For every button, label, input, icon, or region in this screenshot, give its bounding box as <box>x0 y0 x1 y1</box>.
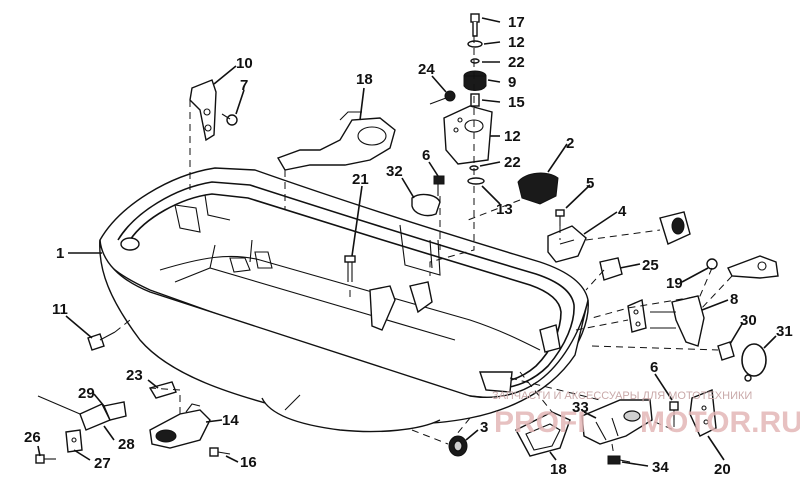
bolt-part-21 <box>344 255 356 282</box>
callout-17: 17 <box>508 14 525 31</box>
callout-4: 4 <box>618 203 627 220</box>
callout-30: 30 <box>740 312 757 329</box>
latch-part-4 <box>547 225 587 263</box>
bracket-plate-part-8 <box>627 295 705 347</box>
callout-10: 10 <box>236 55 253 72</box>
callout-16: 16 <box>240 454 257 471</box>
callout-26: 26 <box>24 429 41 446</box>
screw-part-24 <box>429 90 456 105</box>
callout-1: 1 <box>56 245 64 262</box>
screw-part-11 <box>87 331 116 351</box>
bracket-part-20 <box>689 389 717 437</box>
callout-22a: 22 <box>508 54 525 71</box>
callout-18b: 18 <box>550 461 567 478</box>
washer-part-13 <box>467 177 485 185</box>
callout-14: 14 <box>222 412 239 429</box>
cap-part-2 <box>517 172 559 205</box>
callout-34: 34 <box>652 459 669 476</box>
callout-8: 8 <box>730 291 738 308</box>
seal-part-18 <box>515 411 571 457</box>
callout-28: 28 <box>118 436 135 453</box>
grommet-part-9 <box>463 70 487 91</box>
bolt-part-17 <box>470 13 480 37</box>
bushing-part-30 <box>717 341 735 361</box>
clip-part-27 <box>65 429 83 453</box>
callout-12b: 12 <box>504 128 521 145</box>
callout-5: 5 <box>586 175 594 192</box>
callout-15: 15 <box>508 94 525 111</box>
bracket-part-10 <box>189 79 217 142</box>
callout-27: 27 <box>94 455 111 472</box>
screw-part-6a <box>433 175 445 196</box>
callout-31: 31 <box>776 323 793 340</box>
lower-cowl-housing <box>99 167 589 433</box>
watermark-brand-left: PROFI <box>494 406 586 439</box>
grommet-part-3 <box>448 435 468 457</box>
callout-32: 32 <box>386 163 403 180</box>
shaft-part-8 <box>727 255 779 279</box>
washer-part-12a <box>467 40 483 48</box>
clip-part-32 <box>411 193 441 217</box>
callout-6a: 6 <box>422 147 430 164</box>
screw-part-26 <box>35 454 56 464</box>
callout-24: 24 <box>418 61 435 78</box>
callout-2: 2 <box>566 135 574 152</box>
screw-part-16 <box>209 447 231 457</box>
screw-part-7 <box>221 113 238 126</box>
callout-7: 7 <box>240 77 248 94</box>
cable-fitting-part-28-29 <box>37 395 127 431</box>
callout-12a: 12 <box>508 34 525 51</box>
rubber-block-part-25 <box>599 211 691 281</box>
clamp-part-31 <box>741 343 767 382</box>
callout-19: 19 <box>666 275 683 292</box>
washer-part-22a <box>470 58 480 64</box>
callout-6b: 6 <box>650 359 658 376</box>
callout-11: 11 <box>52 301 68 318</box>
screw-part-6b <box>669 401 679 420</box>
bracket-part-12 <box>443 105 493 165</box>
mount-part-14 <box>149 403 211 449</box>
callout-20: 20 <box>714 461 731 478</box>
callout-23: 23 <box>126 367 143 384</box>
callout-9: 9 <box>508 74 516 91</box>
watermark-brand-right: MOTOR.RU <box>640 406 800 439</box>
washer-part-19 <box>706 258 718 270</box>
screw-part-5 <box>555 209 565 226</box>
watermark-tagline: ЗАПЧАСТИ И АКСЕССУАРЫ ДЛЯ МОТОТЕХНИКИ <box>492 390 752 402</box>
clip-part-23 <box>148 381 177 399</box>
watermark: ЗАПЧАСТИ И АКСЕССУАРЫ ДЛЯ МОТОТЕХНИКИ PR… <box>492 390 800 439</box>
callout-13: 13 <box>496 201 513 218</box>
callout-3: 3 <box>480 419 488 436</box>
callout-21: 21 <box>352 171 369 188</box>
callout-33: 33 <box>572 399 589 416</box>
callout-labels: 1 2 3 4 5 6 6 7 8 9 10 11 12 12 13 14 15… <box>24 14 793 478</box>
bracket-arm-part-18 <box>276 111 396 171</box>
lever-part-33 <box>581 399 653 445</box>
sleeve-part-15 <box>470 93 480 107</box>
callout-29: 29 <box>78 385 95 402</box>
callout-22b: 22 <box>504 154 521 171</box>
callout-25: 25 <box>642 257 659 274</box>
leader-lines <box>37 17 777 467</box>
callout-18a: 18 <box>356 71 373 88</box>
alignment-lines <box>114 36 733 457</box>
